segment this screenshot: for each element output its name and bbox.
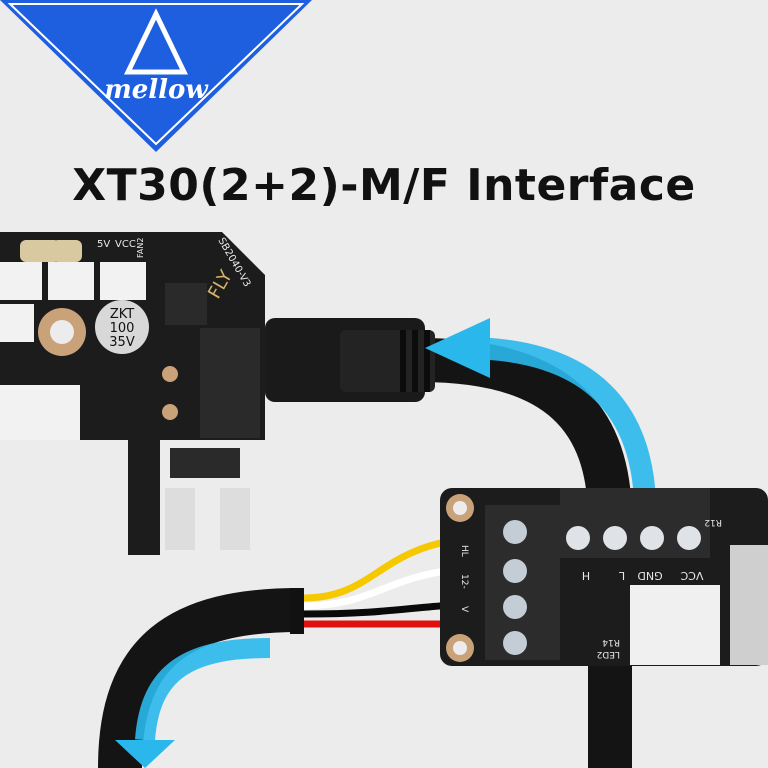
logo-text: mellow (104, 75, 209, 105)
lower-cable (98, 588, 304, 768)
capacitor-line-3: 35V (109, 335, 135, 350)
arrow-down-icon (115, 740, 175, 768)
terminal-label-vcc: VCC (680, 569, 703, 582)
terminal-label-gnd: GND (637, 569, 662, 582)
header-label-5v: 5V (97, 239, 110, 250)
side-label-12: 12- (459, 574, 469, 589)
page-title: XT30(2+2)-M/F Interface (72, 160, 696, 211)
capacitor-line-1: ZKT (110, 307, 134, 322)
side-label-hl: HL (459, 545, 469, 557)
label-led2: LED2 (597, 649, 620, 659)
label-r12: R12 (704, 517, 722, 527)
label-r14: R14 (602, 637, 620, 647)
terminal-label-l: L (618, 569, 625, 582)
left-board: ZKT 100 35V 5V VCC FAN2 SB2040-V3 FLY (0, 232, 265, 555)
right-board: H L GND VCC HL 12- V R12 R14 LED2 (440, 488, 768, 666)
arrow-up-icon (425, 318, 656, 501)
header-label-fan2: FAN2 (136, 238, 145, 258)
header-label-vcc: VCC (115, 239, 136, 250)
mellow-logo: mellow (0, 0, 312, 152)
side-label-v: V (459, 606, 469, 613)
terminal-label-h: H (582, 569, 590, 582)
capacitor-line-2: 100 (110, 321, 135, 336)
